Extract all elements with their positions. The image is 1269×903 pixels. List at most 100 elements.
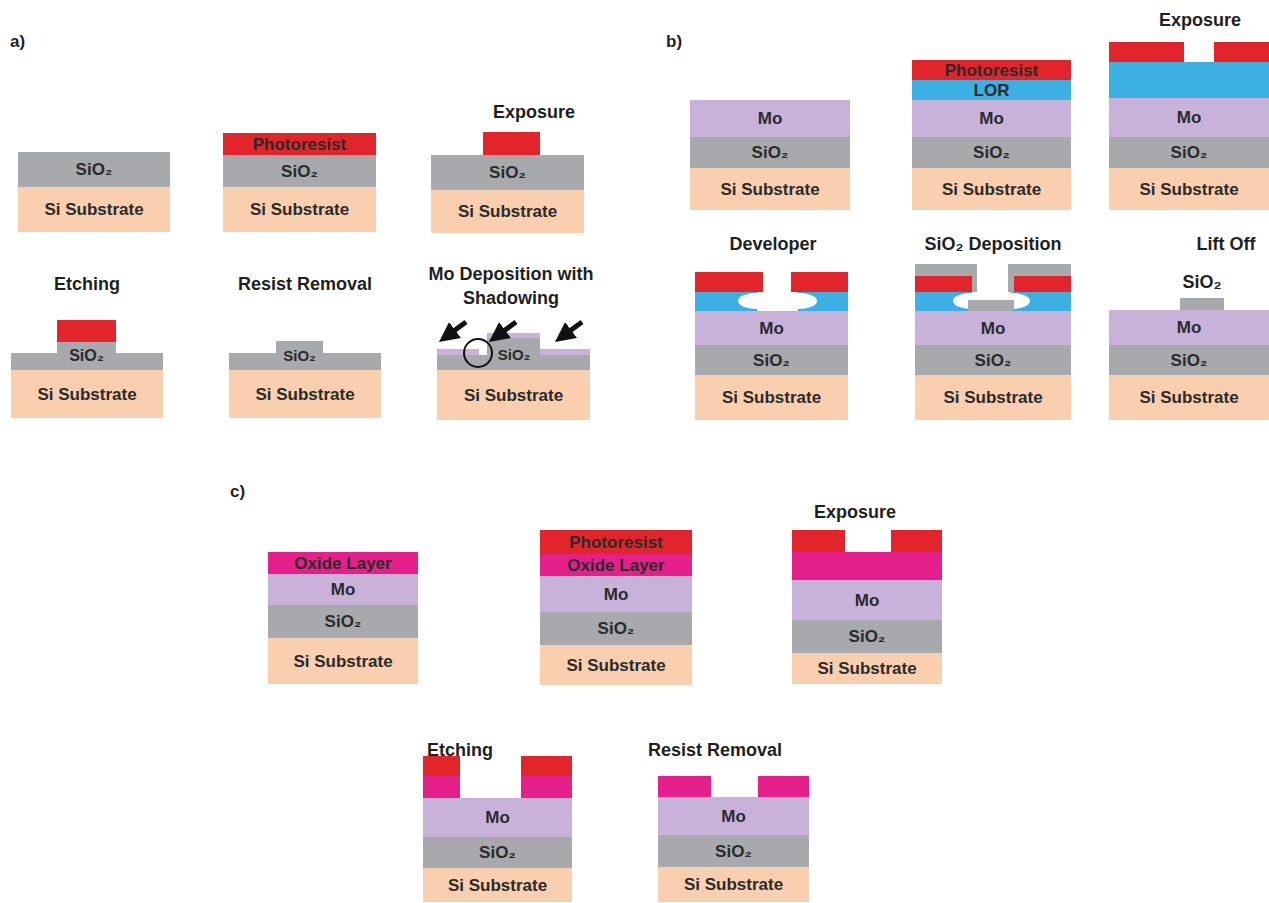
layer-text: Si Substrate	[1139, 181, 1238, 198]
undercut	[757, 292, 798, 311]
layer-text: SiO₂	[498, 347, 531, 362]
photoresist-layer: Photoresist	[540, 530, 692, 554]
sio2-step: SiO₂	[57, 342, 116, 370]
substrate-layer: Si Substrate	[229, 370, 381, 418]
sio2-layer: SiO₂	[540, 612, 692, 645]
resist-block	[57, 320, 116, 342]
step-title: Exposure	[1135, 8, 1265, 32]
resist-block	[792, 530, 845, 552]
lor-layer	[1109, 62, 1269, 98]
oxide-hardmask	[658, 776, 711, 797]
mo-film	[540, 349, 590, 355]
layer-text: Si Substrate	[943, 389, 1042, 406]
layer-text: Photoresist	[569, 534, 663, 551]
lor-layer: LOR	[912, 80, 1071, 100]
layer-text: Si Substrate	[458, 203, 557, 220]
resist-block	[791, 272, 848, 292]
deposition-arrow	[563, 322, 582, 336]
mo-film	[437, 349, 479, 355]
layer-text: Si Substrate	[250, 201, 349, 218]
mo-layer: Mo	[912, 100, 1071, 137]
substrate-layer: Si Substrate	[658, 867, 809, 902]
layer-text: Si Substrate	[37, 386, 136, 403]
sio2-layer: SiO₂	[268, 605, 418, 638]
substrate-layer: Si Substrate	[18, 187, 170, 232]
substrate-layer: Si Substrate	[1109, 375, 1269, 420]
deposition-arrow	[497, 322, 516, 336]
panel-label: a)	[10, 30, 50, 54]
oxide-hardmask	[423, 776, 460, 798]
layer-text: Si Substrate	[44, 201, 143, 218]
layer-text: Photoresist	[945, 62, 1039, 79]
layer-text: Mo	[759, 320, 784, 337]
layer-text: Si Substrate	[942, 181, 1041, 198]
lor-layer	[695, 292, 848, 311]
mo-layer: Mo	[792, 580, 942, 620]
step-title: Mo Deposition with Shadowing	[411, 262, 611, 310]
layer-text: SiO₂	[76, 161, 113, 178]
layer-text: SiO₂	[489, 164, 526, 181]
sio2-layer: SiO₂	[915, 345, 1071, 375]
layer-text: LOR	[974, 82, 1010, 99]
oxide-layer: Oxide Layer	[540, 554, 692, 576]
layer-text: SiO₂	[753, 352, 790, 369]
step-title: Lift Off	[1181, 232, 1269, 256]
mo-layer: Mo	[690, 100, 850, 137]
oxide-cap	[1008, 264, 1014, 292]
mo-layer: Mo	[695, 311, 848, 345]
layer-text: Mo	[758, 110, 783, 127]
mo-layer: Mo	[658, 797, 809, 835]
substrate-layer: Si Substrate	[11, 370, 163, 418]
layer-text: SiO₂	[849, 628, 886, 645]
layer-text: Photoresist	[253, 136, 347, 153]
layer-text: SiO₂	[715, 843, 752, 860]
photoresist-layer: Photoresist	[223, 133, 376, 155]
layer-text: SiO₂	[1171, 144, 1208, 161]
sio2-layer: SiO₂	[223, 155, 376, 187]
oxide-block	[1180, 298, 1224, 310]
oxide-cap	[972, 264, 977, 292]
substrate-layer: Si Substrate	[540, 645, 692, 685]
layer-text: Si Substrate	[817, 660, 916, 677]
sio2-step: SiO₂	[489, 340, 539, 368]
step-title: Exposure	[780, 500, 930, 524]
resist-block	[483, 132, 540, 155]
panel-label: c)	[230, 480, 270, 504]
layer-text: Si Substrate	[464, 387, 563, 404]
oxide-hardmask	[758, 776, 809, 797]
mo-film	[487, 333, 540, 338]
lor-layer	[915, 292, 1071, 311]
shadow-circle	[464, 339, 492, 367]
deposition-arrow	[447, 322, 466, 336]
layer-text: Si Substrate	[684, 876, 783, 893]
oxide-cap	[1008, 264, 1071, 276]
layer-text: Mo	[1177, 109, 1202, 126]
oxide-block	[968, 300, 1014, 311]
resist-block	[1014, 276, 1071, 292]
layer-text: Si Substrate	[720, 181, 819, 198]
resist-block	[891, 530, 942, 552]
mo-layer: Mo	[1109, 310, 1269, 345]
layer-text: SiO₂	[752, 144, 789, 161]
layer-label: SiO₂	[1172, 270, 1232, 294]
layer-text: Mo	[1177, 319, 1202, 336]
sio2-layer: SiO₂	[792, 620, 942, 653]
substrate-layer: Si Substrate	[437, 370, 590, 420]
layer-text: Oxide Layer	[567, 557, 664, 574]
sio2-layer: SiO₂	[1109, 345, 1269, 375]
mo-layer: Mo	[1109, 98, 1269, 137]
oxide-layer: Oxide Layer	[268, 552, 418, 574]
substrate-layer: Si Substrate	[268, 638, 418, 684]
oxide-hardmask	[521, 776, 572, 798]
resist-block	[915, 276, 972, 292]
layer-text: Oxide Layer	[294, 555, 391, 572]
step-title: Etching	[385, 738, 535, 762]
substrate-layer: Si Substrate	[912, 168, 1071, 210]
layer-text: Si Substrate	[255, 386, 354, 403]
layer-text: Si Substrate	[566, 657, 665, 674]
layer-text: SiO₂	[69, 348, 104, 364]
layer-text: Si Substrate	[293, 653, 392, 670]
substrate-layer: Si Substrate	[792, 653, 942, 684]
step-title: Developer	[698, 232, 848, 256]
